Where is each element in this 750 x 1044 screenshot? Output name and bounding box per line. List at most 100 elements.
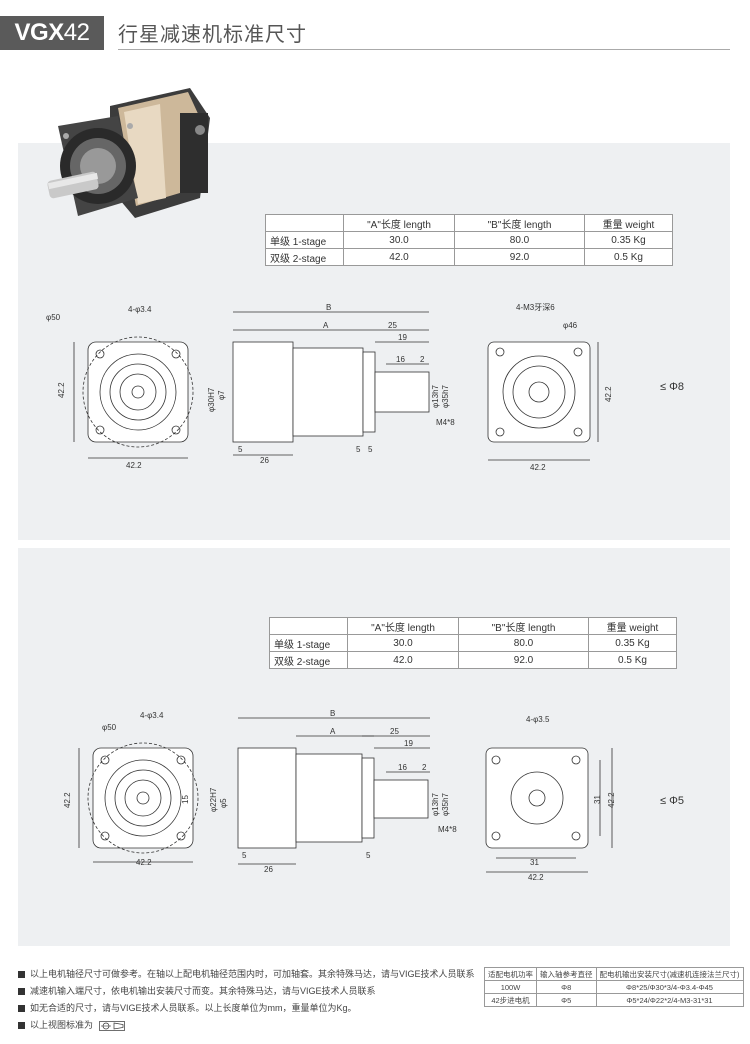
spec-row: 单级 1-stage 30.0 80.0 0.35 Kg: [269, 634, 677, 652]
spec-header-cell: 重量 weight: [584, 214, 673, 232]
dim-label: 19: [404, 739, 413, 748]
dim-label: 16: [396, 355, 405, 364]
bullet-icon: [18, 1022, 25, 1030]
note-text: 减速机输入端尺寸，依电机输出安装尺寸而变。其余特殊马达，请与VIGE技术人员联系: [30, 986, 376, 996]
dim-label: φ13h7: [431, 384, 440, 408]
motor-header-cell: 输入轴参考直径: [536, 967, 597, 981]
dim-label: 42.2: [607, 792, 616, 808]
dim-label: M4*8: [438, 825, 457, 834]
dim-label: φ50: [46, 313, 61, 322]
motor-cell: 100W: [484, 980, 537, 994]
dim-label: 26: [264, 865, 273, 874]
dim-label: 42.2: [530, 463, 546, 472]
dim-label: 42.2: [136, 858, 152, 867]
spec-cell: 双级 2-stage: [265, 248, 344, 266]
spec-cell: 92.0: [454, 248, 585, 266]
dim-label: φ46: [563, 321, 578, 330]
dim-label: φ35h7: [441, 792, 450, 816]
dim-label: B: [326, 303, 331, 312]
dim-label: 4-φ3.4: [128, 305, 152, 314]
spec-cell: 30.0: [347, 634, 459, 652]
dim-label: 25: [388, 321, 397, 330]
dim-label: φ50: [102, 723, 117, 732]
bullet-icon: [18, 1005, 25, 1013]
model-badge: VGX42: [0, 16, 104, 50]
dim-label: φ30H7: [207, 387, 216, 412]
dim-label: B: [330, 709, 335, 718]
motor-cell: Φ8: [536, 980, 597, 994]
dim-label: 5: [368, 445, 373, 454]
dim-label: φ35h7: [441, 384, 450, 408]
page-title: 行星减速机标准尺寸: [118, 24, 307, 46]
spec-cell: 42.0: [347, 651, 459, 669]
spec-cell: 单级 1-stage: [265, 231, 344, 249]
dim-label: 42.2: [604, 386, 613, 402]
dim-label: 31: [530, 858, 539, 867]
spec-header-cell: "B"长度 length: [458, 617, 589, 635]
dim-label: 26: [260, 456, 269, 465]
note-text: 以上电机轴径尺寸可做参考。在轴以上配电机轴径范围内时，可加轴套。其余特殊马达，请…: [30, 969, 475, 979]
dim-label: 4-φ3.4: [140, 711, 164, 720]
spec-header-cell: "A"长度 length: [343, 214, 455, 232]
dim-label: M4*8: [436, 418, 455, 427]
spec-cell: 80.0: [454, 231, 585, 249]
motor-row: 42步进电机 Φ5 Φ5*24/Φ22*2/4-M3-31*31: [484, 993, 744, 1007]
dim-label: φ5: [219, 798, 228, 808]
dim-label: 4-φ3.5: [526, 715, 550, 724]
spec-cell: 双级 2-stage: [269, 651, 348, 669]
motor-header-cell: 适配电机功率: [484, 967, 537, 981]
dim-label: 5: [238, 445, 243, 454]
spec-cell: 42.0: [343, 248, 455, 266]
motor-header-cell: 配电机输出安装尺寸(减速机连接法兰尺寸): [595, 967, 744, 981]
bullet-icon: [18, 988, 25, 996]
motor-cell: Φ5*24/Φ22*2/4-M3-31*31: [595, 993, 744, 1007]
bullet-icon: [18, 971, 25, 979]
spec-header-cell: "B"长度 length: [454, 214, 585, 232]
spec-cell: 30.0: [343, 231, 455, 249]
shaft-limit-label: ≤ Φ8: [660, 381, 684, 393]
motor-header-row: 适配电机功率 输入轴参考直径 配电机输出安装尺寸(减速机连接法兰尺寸): [484, 967, 744, 981]
spec-header-row: "A"长度 length "B"长度 length 重量 weight: [269, 617, 677, 635]
spec-cell: 单级 1-stage: [269, 634, 348, 652]
model-name: VGX: [14, 19, 65, 46]
spec-row: 双级 2-stage 42.0 92.0 0.5 Kg: [265, 248, 673, 266]
drawing-set-1: φ50 4-φ3.4 42.2 42.2 B A 25 19 16 2 φ30H…: [46, 303, 684, 472]
drawing-set-2: φ50 4-φ3.4 42.2 42.2 15 B A 25 19 16 2 φ…: [63, 709, 684, 882]
dim-label: 42.2: [126, 461, 142, 470]
spec-table-1: "A"长度 length "B"长度 length 重量 weight 单级 1…: [265, 214, 673, 266]
note-item: 减速机输入端尺寸，依电机输出安装尺寸而变。其余特殊马达，请与VIGE技术人员联系: [18, 984, 376, 997]
front-view-2: φ50 4-φ3.4 42.2 42.2 15: [63, 711, 199, 867]
spec-header-cell: 重量 weight: [588, 617, 677, 635]
gearbox-photo: [47, 88, 210, 218]
motor-table: 适配电机功率 输入轴参考直径 配电机输出安装尺寸(减速机连接法兰尺寸) 100W…: [484, 967, 744, 1007]
motor-cell: Φ8*25/Φ30*3/4-Φ3.4-Φ45: [595, 980, 744, 994]
note-item: 如无合适的尺寸，请与VIGE技术人员联系。以上长度单位为mm，重量单位为Kg。: [18, 1001, 357, 1014]
dim-label: 5: [242, 851, 247, 860]
projection-symbol-icon: [98, 1020, 125, 1031]
spec-row: 双级 2-stage 42.0 92.0 0.5 Kg: [269, 651, 677, 669]
spec-cell: 0.35 Kg: [584, 231, 673, 249]
spec-cell: 0.5 Kg: [588, 651, 677, 669]
dim-label: 42.2: [528, 873, 544, 882]
rear-view-1: 4-M3牙深6 φ46 42.2 42.2: [487, 303, 613, 472]
note-item: 以上视图标准为: [18, 1018, 125, 1031]
dim-label: 19: [398, 333, 407, 342]
rear-view-2: 4-φ3.5 31 42.2 31 42.2: [485, 715, 616, 882]
dim-label: 2: [420, 355, 425, 364]
drawing-panel-2: [18, 548, 730, 946]
spec-header-cell: [265, 214, 344, 232]
front-view-1: φ50 4-φ3.4 42.2 42.2: [46, 305, 194, 470]
side-view-1: B A 25 19 16 2 φ30H7 φ7 5 5 5 26 φ13h7 φ…: [207, 303, 455, 465]
dim-label: A: [330, 727, 336, 736]
spec-table-2: "A"长度 length "B"长度 length 重量 weight 单级 1…: [269, 617, 677, 669]
dim-label: 4-M3牙深6: [516, 303, 555, 312]
shaft-limit-label: ≤ Φ5: [660, 795, 684, 807]
spec-row: 单级 1-stage 30.0 80.0 0.35 Kg: [265, 231, 673, 249]
dim-label: φ22H7: [209, 787, 218, 812]
dim-label: 5: [366, 851, 371, 860]
spec-cell: 0.35 Kg: [588, 634, 677, 652]
dim-label: 2: [422, 763, 427, 772]
spec-header-cell: "A"长度 length: [347, 617, 459, 635]
side-view-2: B A 25 19 16 2 φ22H7 φ5 5 5 26 φ13h7 φ35…: [209, 709, 457, 874]
note-text: 如无合适的尺寸，请与VIGE技术人员联系。以上长度单位为mm，重量单位为Kg。: [30, 1003, 357, 1013]
